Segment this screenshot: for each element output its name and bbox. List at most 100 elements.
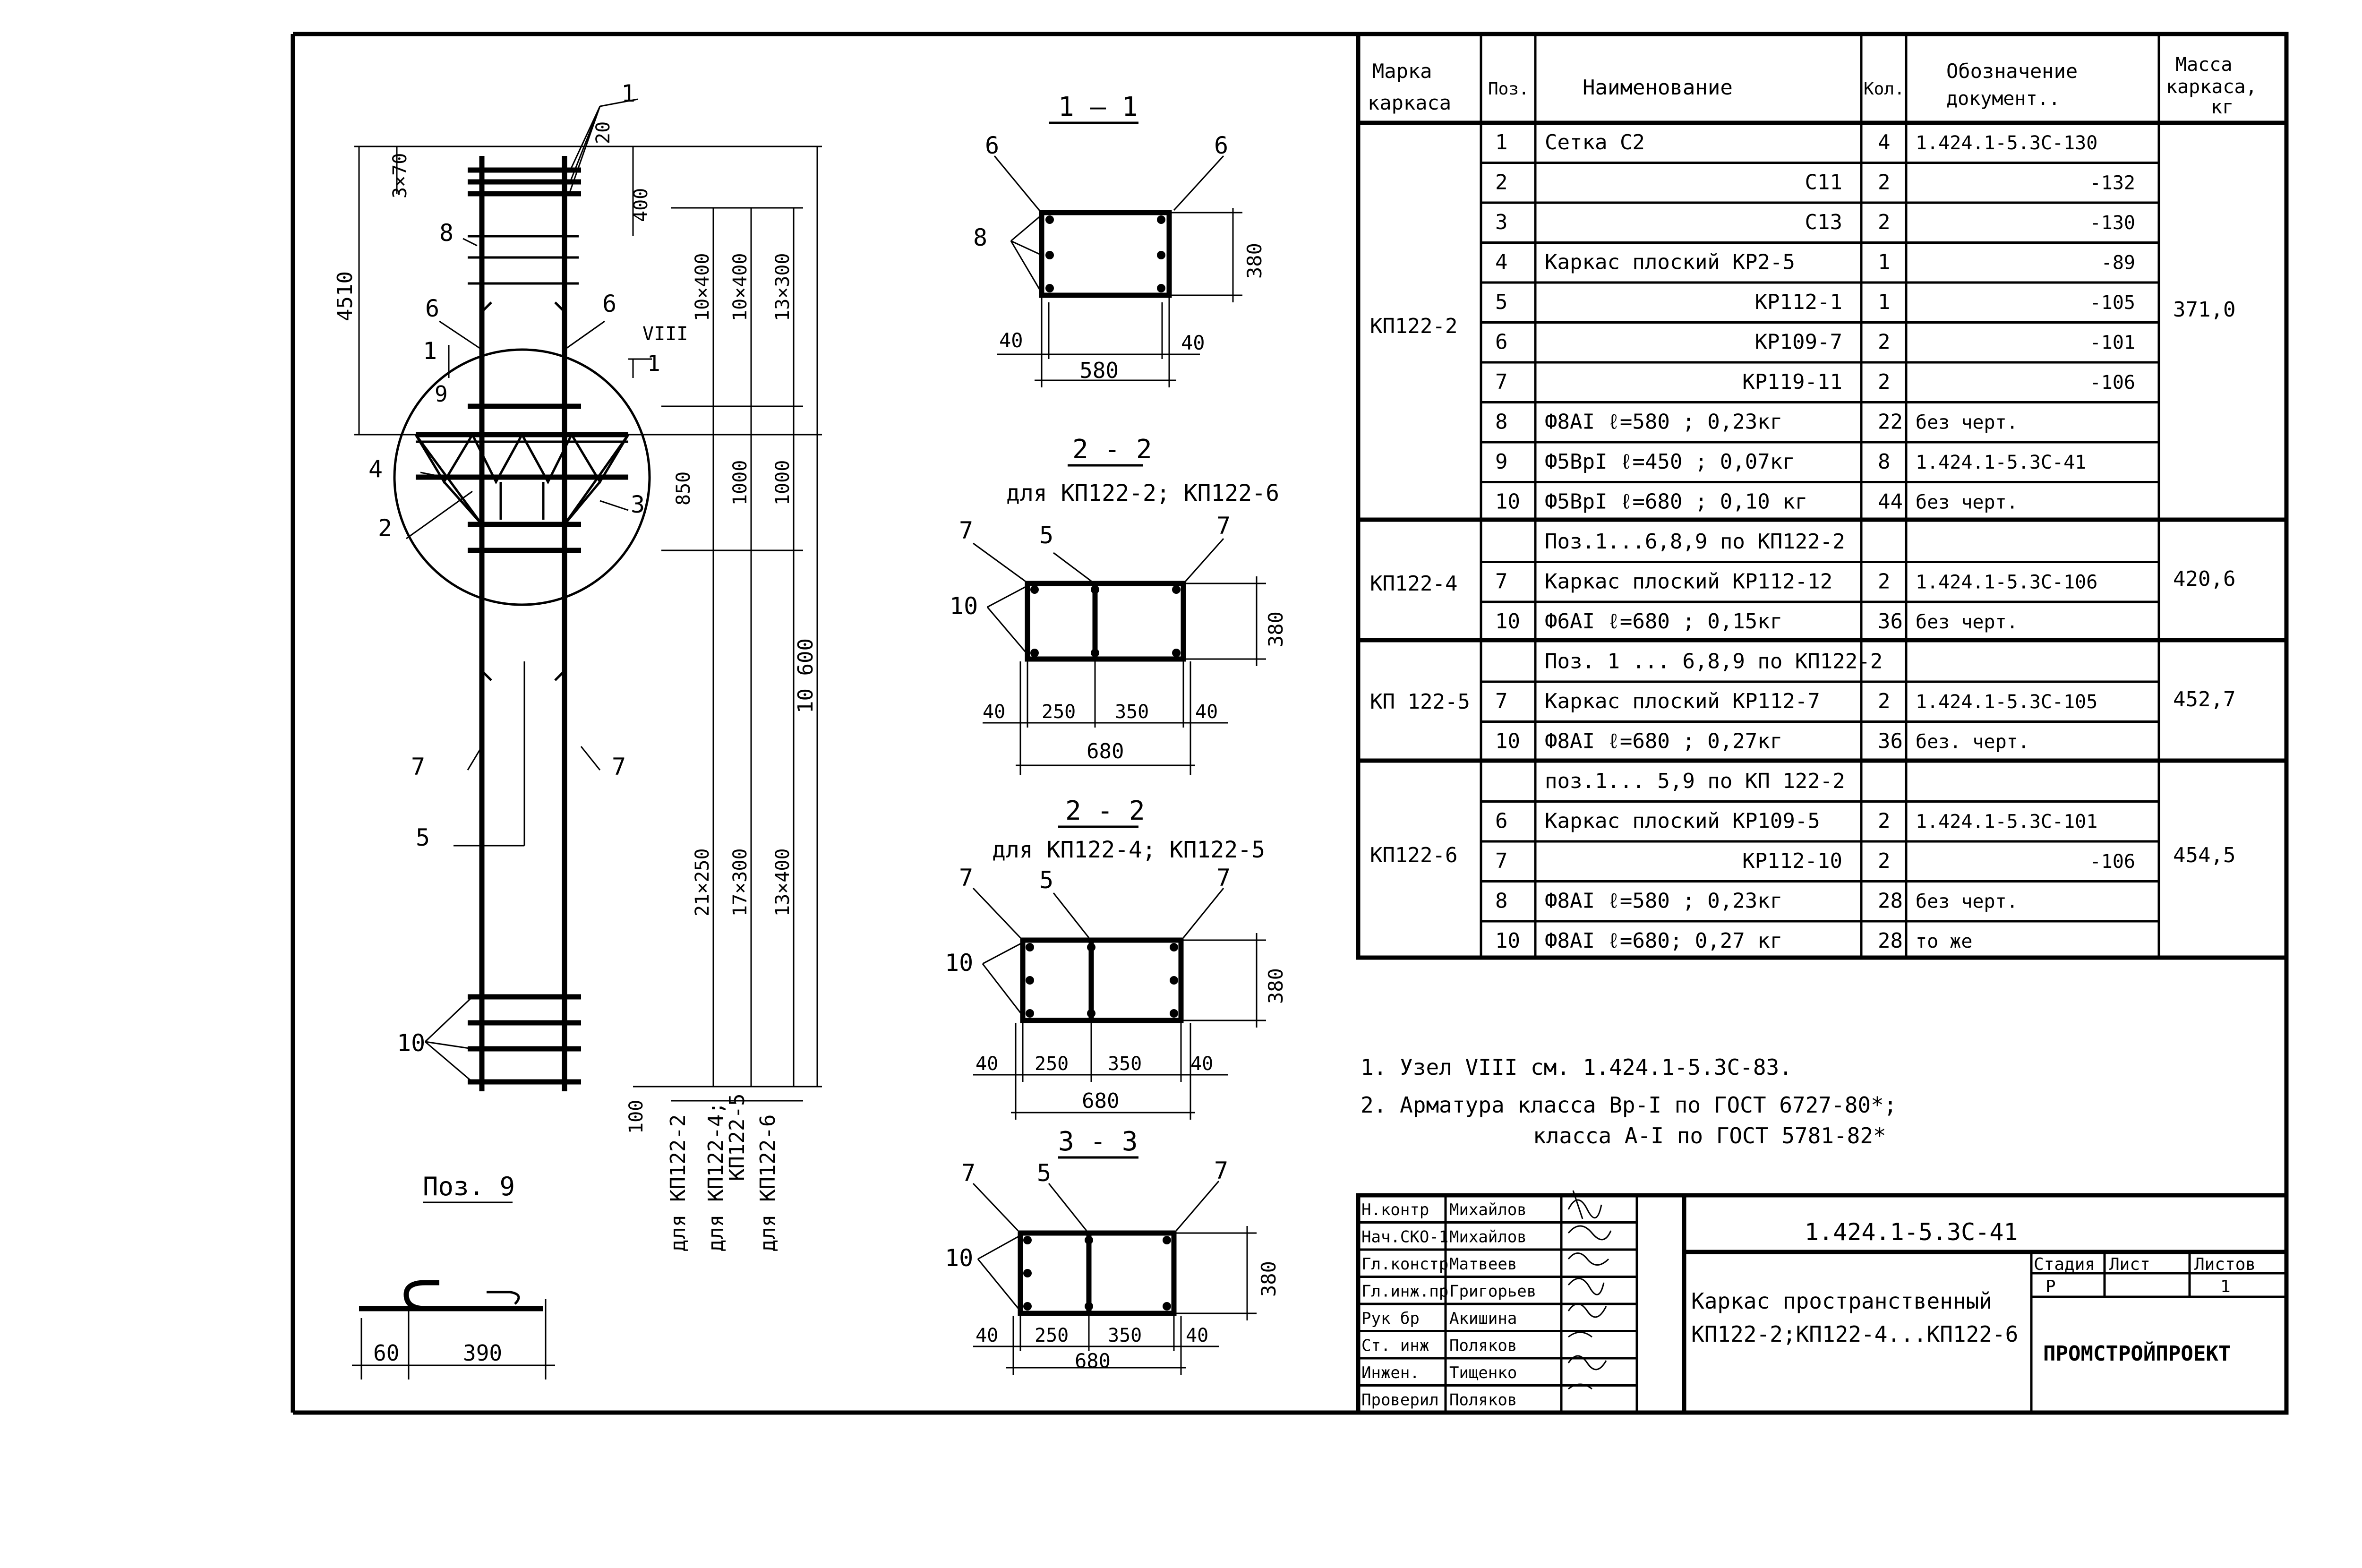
- sheets-label: Листов: [2194, 1255, 2256, 1274]
- group-mass-kp122-6: 454,5: [2173, 843, 2235, 867]
- pos9-dim-a: 60: [373, 1340, 399, 1366]
- table-cell-qty: 4: [1878, 130, 1891, 154]
- table-cell-pos: 10: [1495, 489, 1520, 514]
- elevation-view: 20 3×70 400 4510 10×400 10×400 13×300 85…: [333, 80, 822, 1252]
- s22b-dim-l: 40: [976, 1053, 998, 1075]
- signer-name: Михайлов: [1449, 1228, 1527, 1247]
- table-cell-pos: 10: [1495, 929, 1520, 953]
- signer-role: Нач.СКО-1: [1361, 1228, 1448, 1247]
- sheets-value: 1: [2220, 1277, 2231, 1296]
- table-cell-doc: -106: [2090, 372, 2135, 394]
- header-mass-1: Масса: [2175, 54, 2232, 76]
- table-cell-pos: 6: [1495, 330, 1508, 354]
- table-cell-name: Поз.1...6,8,9 по КП122-2: [1545, 530, 1845, 554]
- signer-role: Ст. инж: [1361, 1337, 1429, 1355]
- s11-pos-right: 6: [1214, 132, 1228, 159]
- s22a-subtitle: для КП122-2; КП122-6: [1006, 480, 1279, 506]
- header-mass-3: кг: [2211, 96, 2234, 118]
- section-1-1: 1 — 1 6 6 8 380 40 40 580: [973, 92, 1266, 387]
- pos-4: 4: [368, 455, 383, 483]
- table-cell-qty: 1: [1878, 250, 1891, 274]
- table-cell-doc: 1.424.1-5.3С-41: [1916, 452, 2086, 473]
- table-cell-name: КР119-11: [1742, 370, 1842, 394]
- s11-dim-r: 40: [1181, 331, 1205, 354]
- dim-1000-a: 1000: [729, 460, 751, 506]
- s33-dim-m2: 350: [1108, 1325, 1142, 1346]
- table-cell-doc: -89: [2101, 252, 2135, 274]
- note-3: класса А-I по ГОСТ 5781-82*: [1533, 1123, 1886, 1148]
- s11-dim-l: 40: [999, 329, 1023, 352]
- group-mass-kp122-5: 452,7: [2173, 687, 2235, 711]
- group-mark-kp122-6: КП122-6: [1370, 843, 1457, 867]
- table-cell-name: Ф6АI ℓ=680 ; 0,15кг: [1545, 609, 1782, 634]
- dim-13x400: 13×400: [772, 848, 794, 917]
- signer-name: Акишина: [1449, 1309, 1517, 1328]
- table-cell-name: Каркас плоский КР112-12: [1545, 569, 1832, 593]
- table-cell-qty: 8: [1878, 450, 1891, 474]
- table-cell-doc: без черт.: [1916, 891, 2018, 912]
- signer-role: Рук бр: [1361, 1309, 1420, 1328]
- label-kp122-2: для КП122-2: [666, 1114, 690, 1252]
- section-3-3: 3 - 3 7 5 7 10 380 40 250 350 40 680: [945, 1126, 1280, 1375]
- table-cell-qty: 44: [1878, 489, 1903, 514]
- s33-dim-m1: 250: [1035, 1325, 1069, 1346]
- title-line-2: КП122-2;КП122-4...КП122-6: [1691, 1321, 2018, 1347]
- signer-role: Инжен.: [1361, 1363, 1420, 1382]
- table-cell-name: КР112-1: [1755, 290, 1842, 314]
- s11-dim-h: 380: [1243, 243, 1266, 279]
- s22b-pos-7-right: 7: [1216, 864, 1231, 891]
- signer-role: Гл.инж.пр: [1361, 1282, 1448, 1301]
- pos-1-left: 1: [423, 337, 437, 365]
- table-cell-doc: -101: [2090, 332, 2135, 353]
- s11-pos-left: 6: [985, 132, 999, 159]
- table-cell-name: Ф8АI ℓ=580 ; 0,23кг: [1545, 410, 1782, 434]
- table-cell-name: КР109-7: [1755, 330, 1842, 354]
- dim-top-400: 400: [630, 188, 652, 222]
- dim-total: 4510: [333, 271, 357, 321]
- s22a-pos-7-right: 7: [1216, 512, 1231, 540]
- table-cell-pos: 4: [1495, 250, 1508, 274]
- s22a-dim-r: 40: [1195, 701, 1218, 723]
- table-cell-name: С11: [1805, 170, 1842, 194]
- s22b-dim-m1: 250: [1035, 1053, 1069, 1075]
- s22a-pos-10: 10: [950, 592, 978, 620]
- table-cell-qty: 36: [1878, 609, 1903, 634]
- s11-dim-w: 580: [1079, 358, 1119, 383]
- signer-name: Матвеев: [1449, 1255, 1517, 1274]
- table-cell-doc: -105: [2090, 292, 2135, 314]
- header-name: Наименование: [1583, 76, 1733, 100]
- s33-dim-h: 380: [1257, 1261, 1280, 1297]
- table-cell-pos: 8: [1495, 410, 1508, 434]
- note-1: 1. Узел VIII см. 1.424.1-5.3С-83.: [1361, 1054, 1792, 1080]
- table-cell-name: Поз. 1 ... 6,8,9 по КП122-2: [1545, 649, 1883, 673]
- table-cell-name: Сетка С2: [1545, 130, 1645, 154]
- s33-title: 3 - 3: [1058, 1126, 1138, 1157]
- table-cell-qty: 2: [1878, 809, 1891, 833]
- table-cell-qty: 2: [1878, 210, 1891, 234]
- s22b-dim-r: 40: [1190, 1053, 1213, 1075]
- header-qty: Кол.: [1864, 79, 1905, 99]
- table-cell-qty: 28: [1878, 889, 1903, 913]
- table-cell-qty: 36: [1878, 729, 1903, 753]
- signer-name: Тищенко: [1449, 1363, 1517, 1382]
- dim-17x300: 17×300: [729, 848, 751, 917]
- table-cell-name: Каркас плоский КР112-7: [1545, 689, 1820, 713]
- s33-dim-l: 40: [976, 1325, 998, 1346]
- s33-pos-5: 5: [1037, 1159, 1051, 1187]
- table-cell-name: КР112-10: [1742, 849, 1842, 873]
- s22b-title: 2 - 2: [1065, 796, 1145, 826]
- group-mass-kp122-2: 371,0: [2173, 298, 2235, 322]
- dim-10x400-b: 10×400: [729, 253, 751, 322]
- s22b-subtitle: для КП122-4; КП122-5: [992, 837, 1265, 863]
- table-cell-pos: 1: [1495, 130, 1508, 154]
- pos9-dim-b: 390: [463, 1340, 502, 1366]
- s33-pos-10: 10: [945, 1244, 973, 1272]
- s33-pos-7-right: 7: [1214, 1157, 1228, 1184]
- table-cell-doc: 1.424.1-5.3С-105: [1916, 691, 2097, 713]
- table-cell-pos: 7: [1495, 689, 1508, 713]
- s22a-title: 2 - 2: [1072, 434, 1152, 465]
- s22b-dim-h: 380: [1264, 968, 1287, 1004]
- group-mass-kp122-4: 420,6: [2173, 567, 2235, 591]
